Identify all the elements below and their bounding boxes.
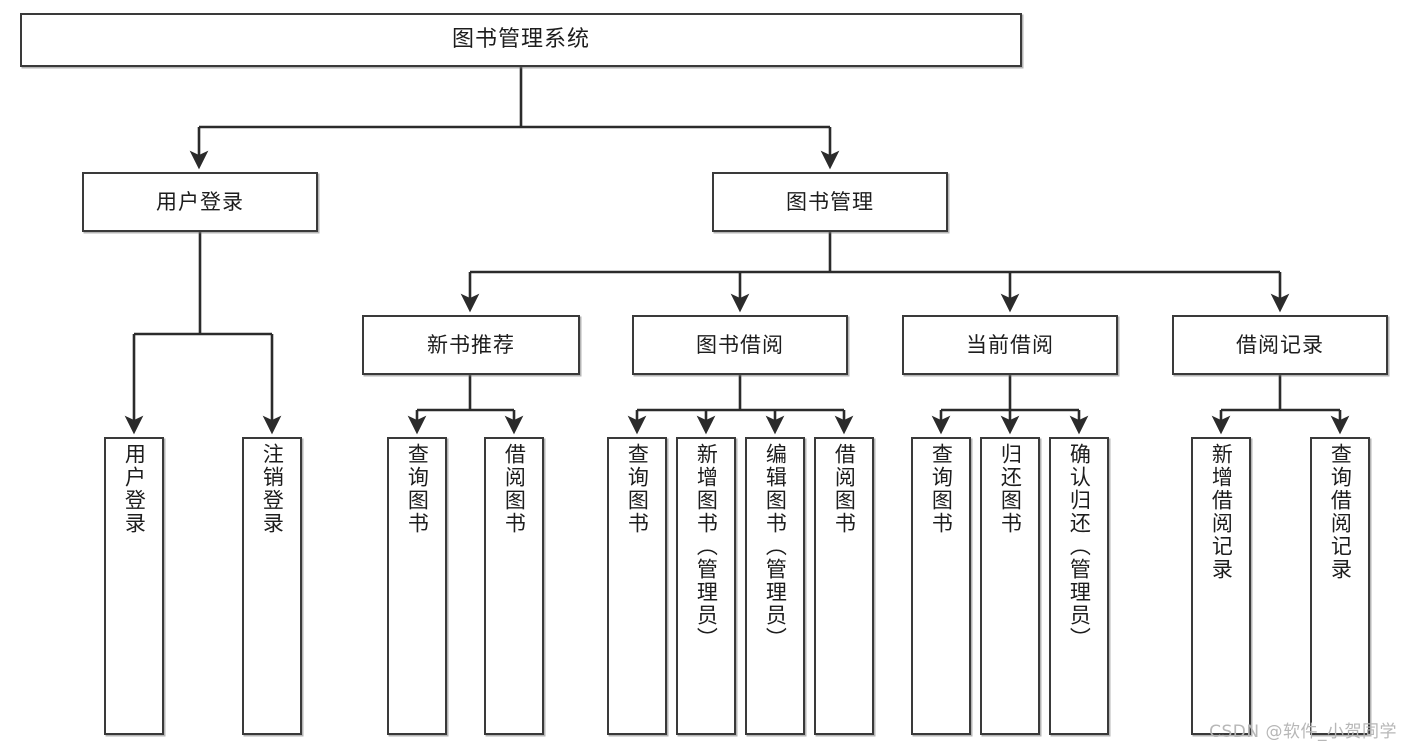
node-label: 当前借阅	[966, 332, 1054, 357]
leaf-current-return-book[interactable]: 归还图书	[980, 437, 1040, 735]
node-label: 新增借阅记录	[1209, 443, 1234, 581]
leaf-record-query-record[interactable]: 查询借阅记录	[1310, 437, 1370, 735]
node-current-borrow[interactable]: 当前借阅	[902, 315, 1118, 375]
node-label: 注销登录	[260, 443, 285, 535]
node-borrow-record[interactable]: 借阅记录	[1172, 315, 1388, 375]
node-label: 用户登录	[122, 443, 147, 535]
node-label: 借阅记录	[1236, 332, 1324, 357]
node-label: 借阅图书	[832, 443, 857, 535]
leaf-current-confirm-return-admin[interactable]: 确认归还（管理员）	[1049, 437, 1109, 735]
node-label: 查询图书	[405, 443, 430, 535]
leaf-new-book-query[interactable]: 查询图书	[387, 437, 447, 735]
node-label: 新书推荐	[427, 332, 515, 357]
node-label: 查询图书	[625, 443, 650, 535]
node-book-management[interactable]: 图书管理	[712, 172, 948, 232]
node-label: 用户登录	[156, 189, 244, 214]
node-label: 编辑图书（管理员）	[763, 443, 788, 650]
leaf-user-login-login[interactable]: 用户登录	[104, 437, 164, 735]
node-label: 图书借阅	[696, 332, 784, 357]
node-root-system[interactable]: 图书管理系统	[20, 13, 1022, 67]
node-label: 确认归还（管理员）	[1067, 443, 1092, 650]
leaf-record-add-record[interactable]: 新增借阅记录	[1191, 437, 1251, 735]
node-label: 借阅图书	[502, 443, 527, 535]
node-label: 新增图书（管理员）	[694, 443, 719, 650]
leaf-borrow-add-book-admin[interactable]: 新增图书（管理员）	[676, 437, 736, 735]
node-label: 图书管理	[786, 189, 874, 214]
leaf-borrow-query-book[interactable]: 查询图书	[607, 437, 667, 735]
node-label: 图书管理系统	[451, 27, 590, 53]
node-label: 查询借阅记录	[1328, 443, 1353, 581]
leaf-new-book-borrow[interactable]: 借阅图书	[484, 437, 544, 735]
node-label: 查询图书	[929, 443, 954, 535]
leaf-user-login-logout[interactable]: 注销登录	[242, 437, 302, 735]
node-new-book-recommend[interactable]: 新书推荐	[362, 315, 580, 375]
node-user-login[interactable]: 用户登录	[82, 172, 318, 232]
node-label: 归还图书	[998, 443, 1023, 535]
leaf-borrow-edit-book-admin[interactable]: 编辑图书（管理员）	[745, 437, 805, 735]
node-book-borrow[interactable]: 图书借阅	[632, 315, 848, 375]
leaf-current-query-book[interactable]: 查询图书	[911, 437, 971, 735]
leaf-borrow-borrow-book[interactable]: 借阅图书	[814, 437, 874, 735]
